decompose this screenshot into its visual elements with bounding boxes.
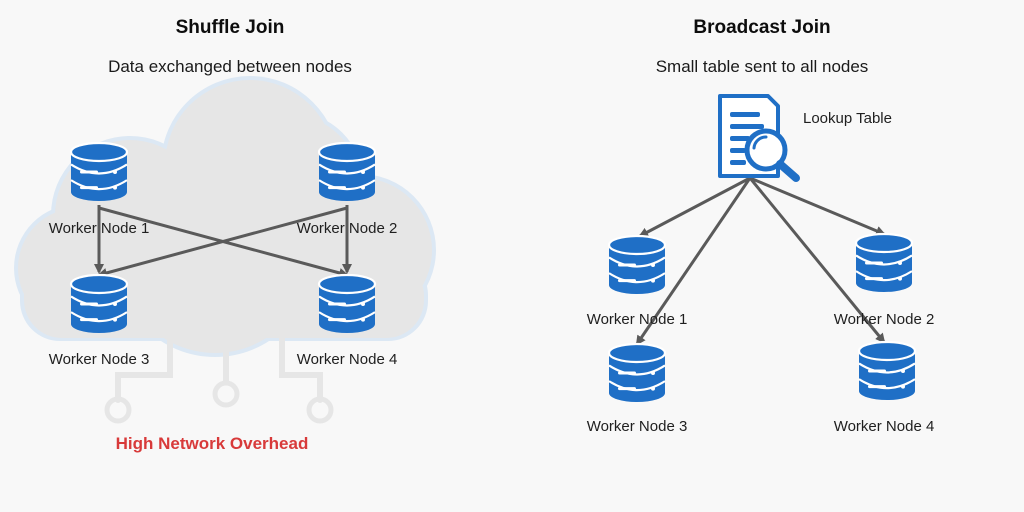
cloud-icon (14, 76, 436, 424)
shuffle-join-subtitle: Data exchanged between nodes (108, 57, 352, 76)
broadcast-arrow-to-node-2 (749, 176, 886, 236)
shuffle-worker-node-4-label: Worker Node 4 (296, 351, 398, 368)
shuffle-node-2-database-icon (317, 141, 377, 201)
shuffle-worker-node-2-label: Worker Node 2 (296, 220, 398, 237)
high-network-overhead-label: High Network Overhead (115, 434, 309, 453)
shuffle-join-title: Shuffle Join (175, 17, 285, 38)
broadcast-arrow-to-node-4 (748, 177, 886, 344)
broadcast-arrow-to-node-1 (638, 176, 751, 238)
lookup-table-label: Lookup Table (803, 110, 892, 127)
shuffle-node-1-database-icon (69, 141, 129, 201)
broadcast-worker-node-1-label: Worker Node 1 (586, 311, 688, 328)
shuffle-arrow-2-to-3 (97, 206, 348, 278)
broadcast-join-title: Broadcast Join (693, 17, 831, 38)
shuffle-node-3-database-icon (69, 273, 129, 333)
broadcast-node-3-database-icon (607, 342, 667, 402)
broadcast-worker-node-3-label: Worker Node 3 (586, 418, 688, 435)
broadcast-node-4-database-icon (857, 340, 917, 400)
broadcast-node-2-database-icon (854, 232, 914, 292)
document-search-icon (718, 94, 800, 182)
broadcast-arrow-to-node-3 (635, 177, 752, 346)
shuffle-node-4-database-icon (317, 273, 377, 333)
broadcast-join-subtitle: Small table sent to all nodes (655, 57, 869, 76)
shuffle-worker-node-3-label: Worker Node 3 (48, 351, 150, 368)
shuffle-worker-node-1-label: Worker Node 1 (48, 220, 150, 237)
broadcast-worker-node-4-label: Worker Node 4 (833, 418, 935, 435)
broadcast-node-1-database-icon (607, 234, 667, 294)
broadcast-worker-node-2-label: Worker Node 2 (833, 311, 935, 328)
